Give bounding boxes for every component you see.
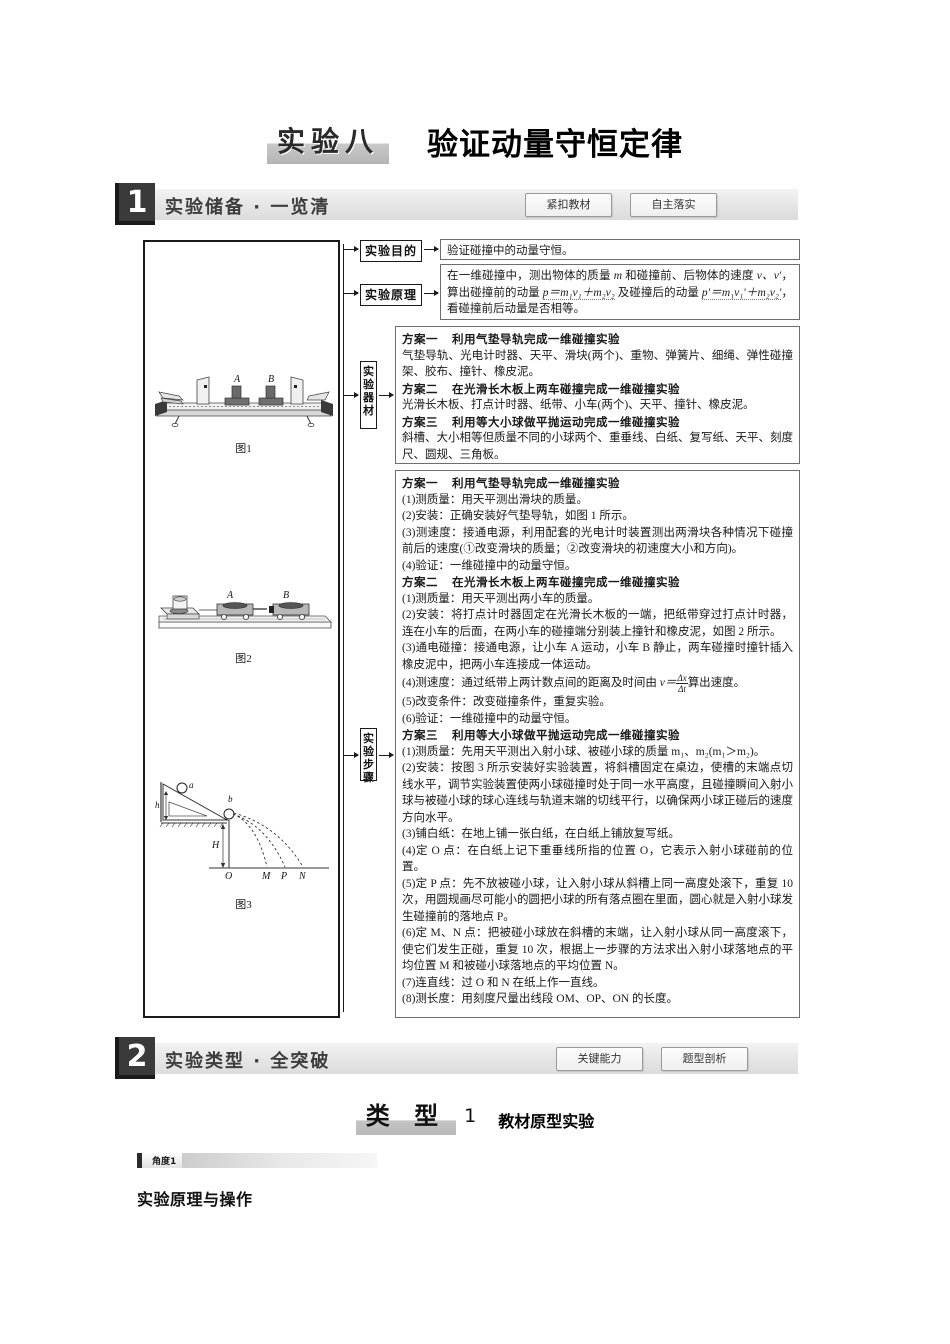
type-name: 教材原型实验 [498,1112,595,1132]
steps-plan2-item-5: (6)验证：一维碰撞中的动量守恒。 [402,712,577,725]
steps-plan3-item-5: (6)定 M、N 点：把被碰小球放在斜槽的末端，让入射小球从同一高度滚下，使它们… [402,927,793,972]
steps-content: 方案一利用气垫导轨完成一维碰撞实验 (1)测质量：用天平测出滑块的质量。 (2)… [395,470,800,1018]
equipment-plan1-body: 气垫导轨、光电计时器、天平、滑块(两个)、重物、弹簧片、细绳、弹性碰撞架、胶布、… [402,349,793,379]
steps-plan3-item-6: (7)连直线：过 O 和 N 在纸上作一直线。 [402,976,605,989]
label-experiment-steps: 实验步骤 [360,728,377,784]
pill-zizhu-luoshi[interactable]: 自主落实 [630,193,717,217]
figure-2: A B 图2 [145,572,342,666]
figure-3-drawing: a h b [155,780,329,882]
svg-text:M: M [261,871,271,882]
angle-bar: 角度1 [137,1153,377,1170]
steps-plan2-item-0: (1)测质量：用天平测出两小车的质量。 [402,592,600,605]
section-2-number: 2 [115,1037,155,1079]
svg-text:A: A [226,590,234,601]
arrow-to-steps-box [379,752,394,758]
figure-1-drawing: A B [154,374,333,427]
steps-plan1-item-2: (3)测速度：接通电源，利用配套的光电计时装置测出两滑块各种情况下碰撞前后的速度… [402,526,793,556]
arrow-to-purpose-box [424,246,439,252]
svg-text:H: H [211,840,220,851]
pill-jinkou-jiaocai[interactable]: 紧扣教材 [525,193,612,217]
equipment-content: 方案一利用气垫导轨完成一维碰撞实验 气垫导轨、光电计时器、天平、滑块(两个)、重… [395,326,800,464]
angle-tab-label: 角度1 [137,1153,183,1168]
figure-1-caption: 图1 [235,443,252,455]
experiment-title: 验证动量守恒定律 [427,126,683,163]
label-experiment-purpose: 实验目的 [360,240,423,262]
svg-text:N: N [298,871,307,882]
arrow-to-equipment-label [344,392,359,398]
section-1-label: 实验储备 · 一览清 [165,197,331,218]
steps-plan3-item-2: (3)铺白纸：在地上铺一张白纸，在白纸上铺放复写纸。 [402,828,680,840]
svg-text:a: a [189,780,194,790]
experiment-number: 实验八 [266,118,389,164]
section-1-number: 1 [115,183,155,225]
equipment-plan2-body: 光滑长木板、打点计时器、纸带、小车(两个)、天平、撞针、橡皮泥。 [402,399,755,411]
svg-text:B: B [283,590,289,601]
purpose-text: 验证碰撞中的动量守恒。 [447,245,574,257]
pill-tixing-pouxi[interactable]: 题型剖析 [661,1047,748,1071]
figure-panel: A B 图1 [143,240,340,1018]
svg-text:b: b [228,794,233,804]
steps-plan2-item-1: (2)安装：将打点计时器固定在光滑长木板的一端，把纸带穿过打点计时器，连在小车的… [402,609,793,638]
figure-2-caption: 图2 [235,653,252,665]
arrow-to-equipment-box [379,392,394,398]
type-word: 类 型 [355,1096,457,1135]
arrow-to-purpose-label [344,246,359,252]
section-bar-1: 1 实验储备 · 一览清 紧扣教材 自主落实 [115,183,798,225]
steps-plan2-heading: 方案二在光滑长木板上两车碰撞完成一维碰撞实验 [402,575,680,589]
section-2-label: 实验类型 · 全突破 [165,1051,331,1072]
arrow-to-principle-box [424,290,439,296]
label-experiment-equipment: 实验器材 [360,361,377,429]
svg-text:O: O [225,871,232,882]
svg-text:P: P [280,871,287,882]
steps-plan1-item-0: (1)测质量：用天平测出滑块的质量。 [402,493,588,506]
purpose-content: 验证碰撞中的动量守恒。 [440,239,800,260]
equipment-plan3-body: 斜槽、大小相等但质量不同的小球两个、重垂线、白纸、复写纸、天平、刻度尺、圆规、三… [402,432,793,461]
arrow-to-steps-label [344,752,359,758]
type-heading: 类 型 1 教材原型实验 [0,1096,950,1135]
principle-content: 在一维碰撞中，测出物体的质量 m 和碰撞前、后物体的速度 v、v′，算出碰撞前的… [440,264,800,320]
svg-text:A: A [233,374,241,385]
angle-bar-gradient [149,1153,377,1168]
equipment-plan2-heading: 方案二在光滑长木板上两车碰撞完成一维碰撞实验 [402,381,680,396]
equipment-plan1-heading: 方案一利用气垫导轨完成一维碰撞实验 [402,332,620,346]
svg-text:B: B [268,374,274,385]
principle-text: 在一维碰撞中，测出物体的质量 m 和碰撞前、后物体的速度 v、v′，算出碰撞前的… [447,270,794,315]
experiment-overview-flow: A B 图1 [143,236,800,1024]
figure-3-caption: 图3 [235,899,252,911]
steps-plan1-heading: 方案一利用气垫导轨完成一维碰撞实验 [402,476,620,490]
label-experiment-principle: 实验原理 [360,284,423,306]
figure-3: a h b [145,780,342,912]
steps-plan1-item-3: (4)验证：一维碰撞中的动量守恒。 [402,559,577,572]
steps-plan3-item-0: (1)测质量：先用天平测出入射小球、被碰小球的质量 m₁、m₂(m₁＞m₂)。 [402,745,766,758]
angle-title: 实验原理与操作 [137,1190,253,1209]
pill-guanjian-nengli[interactable]: 关键能力 [556,1047,643,1071]
figure-2-drawing: A B [158,590,332,629]
section-bar-2: 2 实验类型 · 全突破 关键能力 题型剖析 [115,1037,798,1079]
flow-spine [343,244,344,1012]
svg-text:h: h [155,800,160,810]
page-title: 实验八 验证动量守恒定律 [0,118,950,164]
steps-plan2-item-2: (3)通电碰撞：接通电源，让小车 A 运动，小车 B 静止，两车碰撞时撞针插入橡… [402,642,793,671]
steps-plan1-item-1: (2)安装：正确安装好气垫导轨，如图 1 所示。 [402,510,634,522]
arrow-to-principle-label [344,290,359,296]
steps-plan3-item-7: (8)测长度：用刻度尺量出线段 OM、OP、ON 的长度。 [402,993,678,1005]
steps-plan2-item-4: (5)改变条件：改变碰撞条件，重复实验。 [402,696,611,708]
steps-plan3-item-3: (4)定 O 点：在白纸上记下重垂线所指的位置 O，它表示入射小球碰前的位置。 [402,844,793,874]
steps-plan3-item-1: (2)安装：按图 3 所示安装好实验装置，将斜槽固定在桌边，使槽的末端点切线水平… [402,762,793,824]
type-number: 1 [464,1104,477,1127]
steps-plan3-heading: 方案三利用等大小球做平抛运动完成一维碰撞实验 [402,728,680,742]
equipment-plan3-heading: 方案三利用等大小球做平抛运动完成一维碰撞实验 [402,414,680,429]
steps-plan3-item-4: (5)定 P 点：先不放被碰小球，让入射小球从斜槽上同一高度处滚下，重复 10 … [402,877,793,923]
figure-1: A B 图1 [145,362,342,456]
